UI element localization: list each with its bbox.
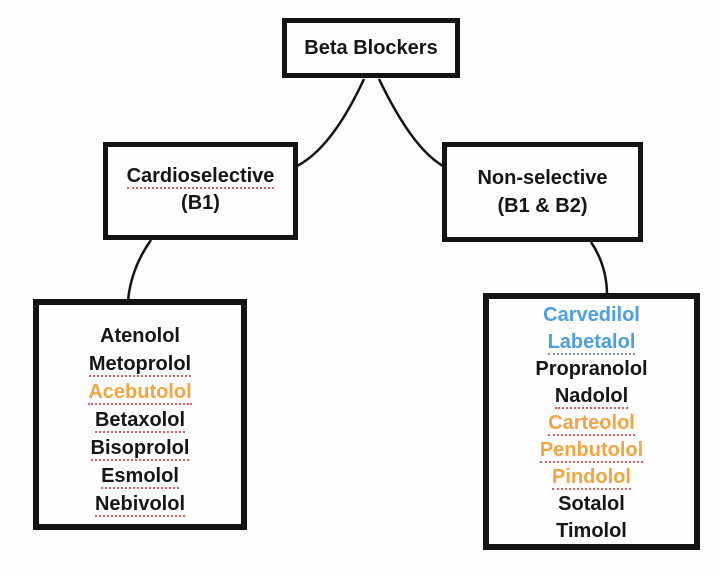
- drug-item: Acebutolol: [39, 378, 241, 406]
- connector-root-to-cardioselective: [296, 78, 366, 168]
- connector-nonselective-to-list: [589, 241, 609, 296]
- drug-item: Labetalol: [489, 329, 694, 356]
- drug-item: Propranolol: [489, 356, 694, 383]
- root-node-beta-blockers: Beta Blockers: [282, 18, 460, 78]
- drug-name: Esmolol: [101, 465, 179, 489]
- drug-name: Penbutolol: [539, 439, 644, 463]
- drug-name: Betaxolol: [94, 409, 186, 433]
- drug-item: Sotalol: [489, 491, 694, 518]
- drug-item: Bisoprolol: [39, 434, 241, 462]
- drug-name: Carvedilol: [543, 304, 640, 326]
- branch-node-cardioselective: Cardioselective (B1): [103, 142, 298, 240]
- drug-item: Carteolol: [489, 410, 694, 437]
- drug-name: Metoprolol: [88, 353, 192, 377]
- drug-item: Nadolol: [489, 383, 694, 410]
- root-node-label: Beta Blockers: [304, 36, 438, 59]
- drug-name: Pindolol: [552, 466, 631, 490]
- drug-item: Timolol: [489, 518, 694, 545]
- drug-name: Timolol: [556, 520, 627, 542]
- drug-item: Esmolol: [39, 462, 241, 490]
- drug-item: Nebivolol: [39, 490, 241, 518]
- drug-item: Metoprolol: [39, 350, 241, 378]
- drug-name: Acebutolol: [88, 381, 192, 405]
- connector-root-to-nonselective: [377, 78, 444, 168]
- branch-title: Cardioselective: [126, 165, 275, 189]
- drug-name: Nebivolol: [94, 493, 185, 517]
- drug-item: Atenolol: [39, 322, 241, 350]
- branch-title: Non-selective: [477, 167, 608, 189]
- drug-name: Carteolol: [548, 412, 635, 436]
- drug-name: Sotalol: [558, 493, 625, 515]
- branch-node-nonselective: Non-selective (B1 & B2): [442, 142, 643, 242]
- connector-cardioselective-to-list: [126, 239, 153, 302]
- branch-subtitle: (B1 & B2): [497, 195, 588, 217]
- drug-item: Carvedilol: [489, 302, 694, 329]
- drug-name: Atenolol: [100, 325, 180, 347]
- drug-item: Betaxolol: [39, 406, 241, 434]
- drug-name: Bisoprolol: [90, 437, 190, 461]
- drug-name: Nadolol: [554, 385, 629, 409]
- drug-item: Penbutolol: [489, 437, 694, 464]
- drug-name: Labetalol: [547, 331, 636, 355]
- branch-subtitle: (B1): [181, 192, 220, 214]
- drug-item: Pindolol: [489, 464, 694, 491]
- drug-name: Propranolol: [535, 358, 648, 380]
